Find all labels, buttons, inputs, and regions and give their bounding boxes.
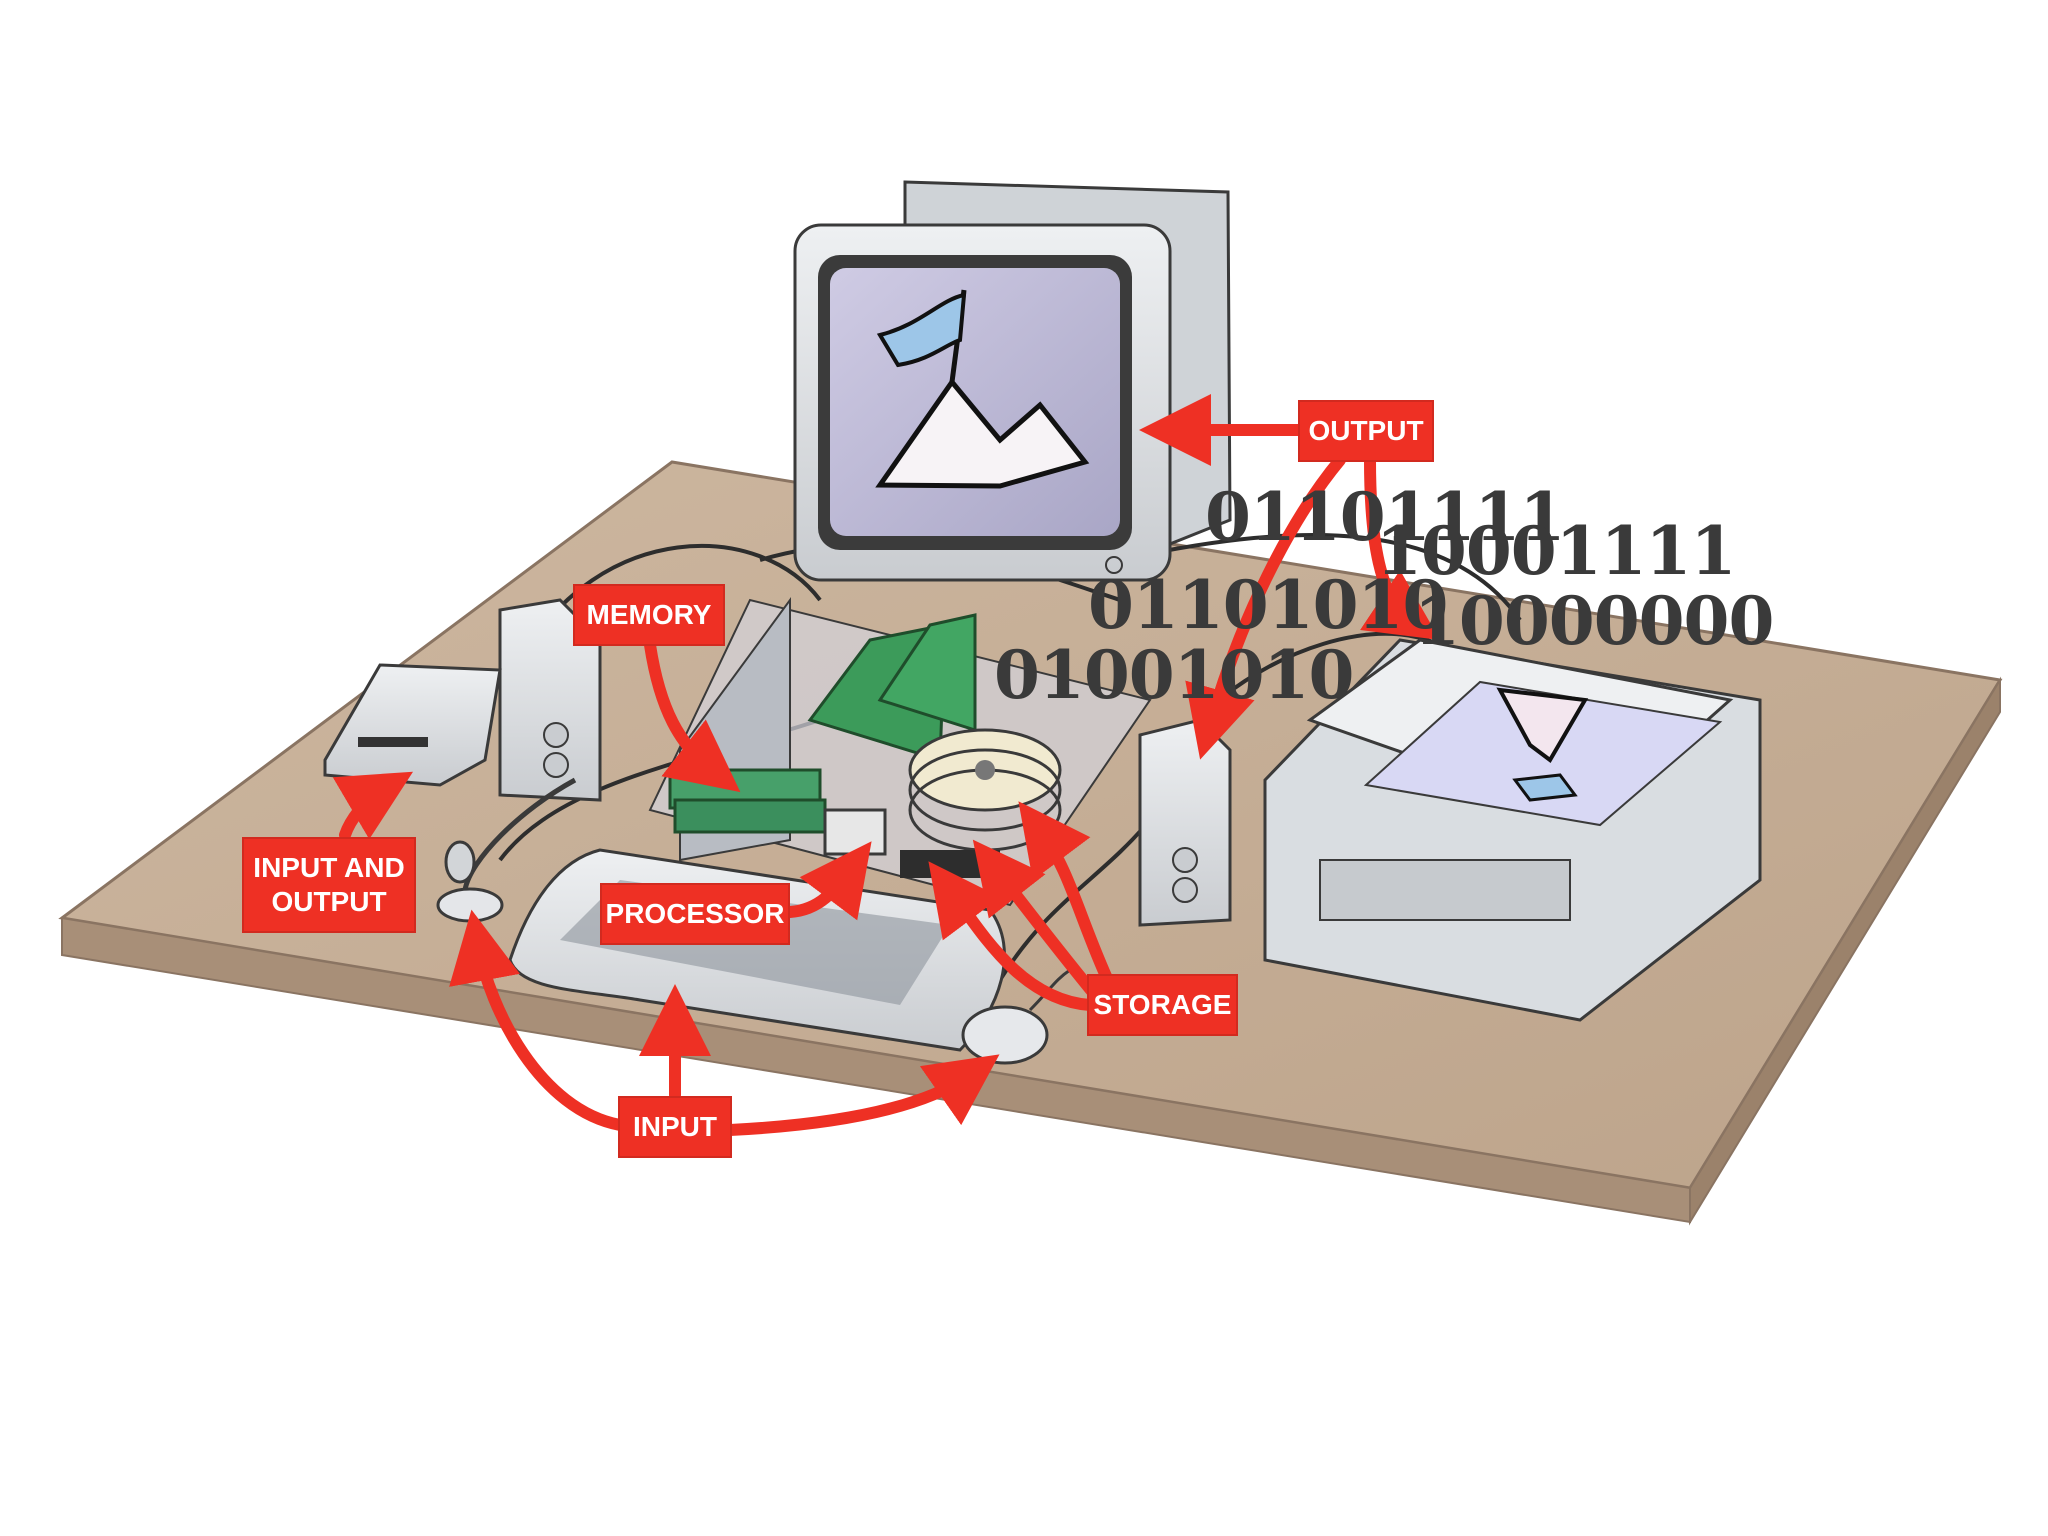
binary-text-4: 10000000: [1414, 582, 1774, 660]
arrow-processor-to-chip: [784, 841, 872, 921]
input-label: INPUT: [618, 1096, 732, 1158]
printed-mountain-icon: [1496, 687, 1589, 802]
binary-text-5: 01001010: [994, 636, 1354, 714]
printer: [1263, 638, 1762, 1022]
arrow-storage-to-slot: [928, 861, 1096, 1011]
processor-label: PROCESSOR: [600, 883, 790, 945]
modem: [323, 663, 502, 787]
expansion-cards: [807, 613, 977, 763]
mountain-flag-icon: [875, 289, 1090, 489]
storage-label: STORAGE: [1087, 974, 1238, 1036]
processor-chip: [823, 808, 887, 856]
arrow-output-to-speaker: [1185, 454, 1346, 760]
disk-drive-slot: [900, 850, 1000, 878]
arrow-storage-to-disk-2: [972, 839, 1101, 1001]
memory-modules: [668, 768, 827, 834]
input-and-output-label: INPUT AND OUTPUT: [242, 837, 416, 933]
binary-text-3: 01101010: [1088, 566, 1448, 644]
arrow-io-to-modem: [332, 771, 414, 841]
arrow-input-to-microphone: [449, 909, 626, 1131]
arrows: [332, 394, 1440, 1136]
memory-label: MEMORY: [573, 584, 725, 646]
arrow-storage-to-disk-1: [1018, 801, 1116, 991]
left-speaker: [498, 598, 602, 802]
arrow-output-to-printer: [1360, 454, 1440, 641]
output-label: OUTPUT: [1298, 400, 1434, 462]
arrow-memory-to-modules: [644, 639, 741, 793]
right-speaker: [1138, 718, 1232, 927]
binary-text-2: 10001111: [1376, 512, 1736, 590]
crt-monitor: [793, 180, 1232, 582]
binary-text-1: 01101111: [1205, 478, 1565, 556]
arrow-input-to-mouse: [724, 1054, 1000, 1136]
mouse: [961, 968, 1071, 1065]
